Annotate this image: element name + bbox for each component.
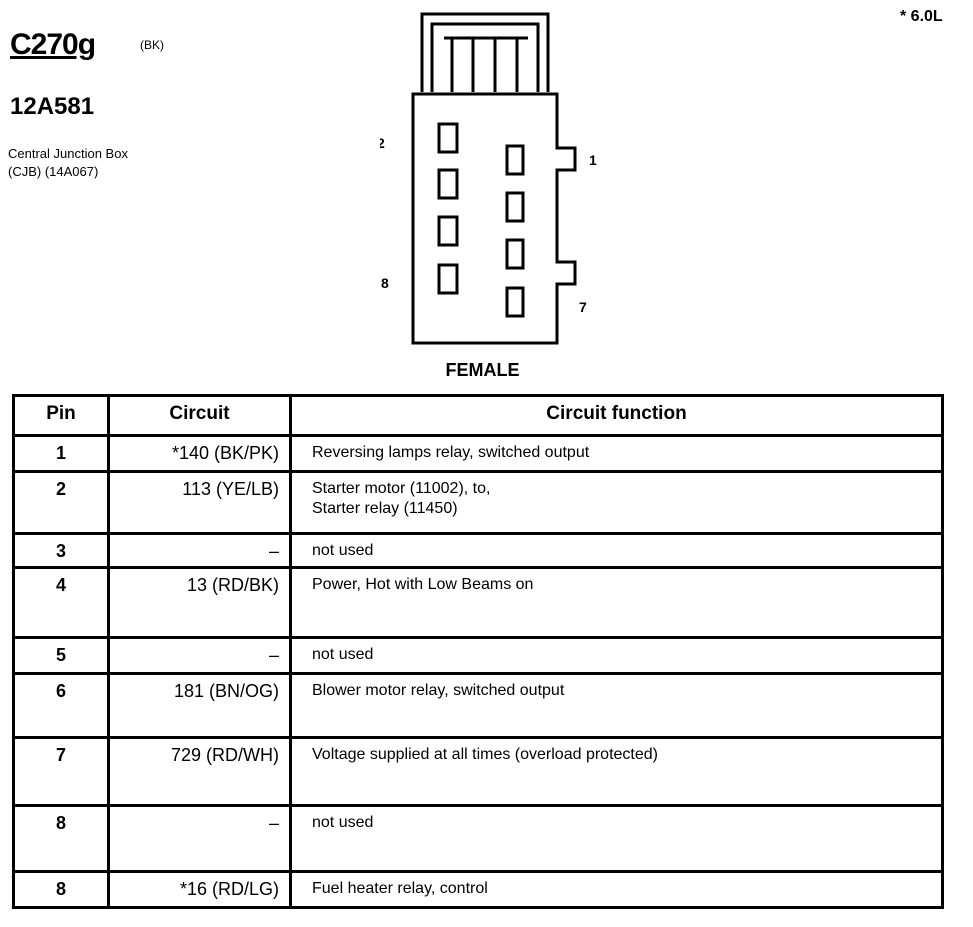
engine-note: * 6.0L	[900, 8, 943, 25]
cavity-7	[505, 286, 525, 318]
circuit-id: –	[107, 636, 292, 675]
connector-latch	[420, 12, 550, 92]
table-row: 8*16 (RD/LG) Fuel heater relay, control	[12, 870, 944, 909]
pin-number: 5	[12, 636, 110, 675]
circuit-id: 181 (BN/OG)	[107, 672, 292, 739]
part-number: 12A581	[10, 93, 95, 120]
circuit-function: Voltage supplied at all times (overload …	[289, 736, 944, 807]
circuit-function: Blower motor relay, switched output	[289, 672, 944, 739]
connector-body	[411, 92, 577, 345]
circuit-function-line: Starter motor (11002), to,	[312, 480, 491, 497]
connector-gender: FEMALE	[445, 360, 520, 380]
circuit-function-line: Fuel heater relay, control	[312, 880, 488, 897]
pin-label-bottom-right: 7	[579, 299, 587, 315]
circuit-function-line: not used	[312, 814, 374, 831]
cavity-2	[437, 122, 459, 154]
circuit-id: –	[107, 804, 292, 873]
circuit-function-line: Blower motor relay, switched output	[312, 682, 565, 699]
pin-label-top-left: 2	[380, 135, 385, 151]
header-circuit-function: Circuit function	[289, 394, 944, 437]
cavity-5	[505, 238, 525, 270]
pin-label-bottom-left: 8	[381, 275, 389, 291]
circuit-id: 13 (RD/BK)	[107, 566, 292, 639]
circuit-function: Reversing lamps relay, switched output	[289, 434, 944, 473]
cavity-8	[437, 263, 459, 295]
circuit-id: –	[107, 532, 292, 569]
connector-code: C270g	[10, 28, 96, 61]
pin-number: 2	[12, 470, 110, 535]
connector-color: (BK)	[140, 38, 164, 52]
pin-table: Pin Circuit Circuit function 1*140 (BK/P…	[12, 394, 944, 909]
cavity-3	[505, 191, 525, 223]
cavity-4	[437, 168, 459, 200]
circuit-id: 729 (RD/WH)	[107, 736, 292, 807]
circuit-function: Starter motor (11002), to, Starter relay …	[289, 470, 944, 535]
header-pin: Pin	[12, 394, 110, 437]
connector-description-line1: Central Junction Box	[8, 146, 128, 161]
circuit-function-line: Reversing lamps relay, switched output	[312, 444, 590, 461]
pin-number: 6	[12, 672, 110, 739]
connector-description-line2: (CJB) (14A067)	[8, 164, 99, 179]
pin-number: 1	[12, 434, 110, 473]
circuit-function-line: Voltage supplied at all times (overload …	[312, 746, 658, 763]
circuit-function: not used	[289, 804, 944, 873]
pin-number: 7	[12, 736, 110, 807]
table-row: 8– not used	[12, 804, 944, 873]
table-row: 3– not used	[12, 532, 944, 569]
header-circuit: Circuit	[107, 394, 292, 437]
table-row: 5– not used	[12, 636, 944, 675]
circuit-id: *16 (RD/LG)	[107, 870, 292, 909]
circuit-function: not used	[289, 636, 944, 675]
circuit-function-line: Power, Hot with Low Beams on	[312, 576, 534, 593]
cavity-1	[505, 144, 525, 176]
table-row: 1*140 (BK/PK) Reversing lamps relay, swit…	[12, 434, 944, 473]
circuit-function: not used	[289, 532, 944, 569]
connector-face-diagram: 2 1 8 7	[380, 12, 597, 345]
circuit-function-line: not used	[312, 542, 374, 559]
pin-number: 8	[12, 870, 110, 909]
circuit-function: Fuel heater relay, control	[289, 870, 944, 909]
pin-number: 4	[12, 566, 110, 639]
cavity-6	[437, 215, 459, 247]
circuit-function-line: not used	[312, 646, 374, 663]
circuit-function: Power, Hot with Low Beams on	[289, 566, 944, 639]
circuit-function-line: Starter relay (11450)	[312, 500, 458, 517]
pin-number: 8	[12, 804, 110, 873]
pin-number: 3	[12, 532, 110, 569]
pin-table-header: Pin Circuit Circuit function	[12, 394, 944, 437]
pin-label-top-right: 1	[589, 152, 597, 168]
circuit-id: 113 (YE/LB)	[107, 470, 292, 535]
circuit-id: *140 (BK/PK)	[107, 434, 292, 473]
connector-latch-inner	[430, 22, 540, 92]
